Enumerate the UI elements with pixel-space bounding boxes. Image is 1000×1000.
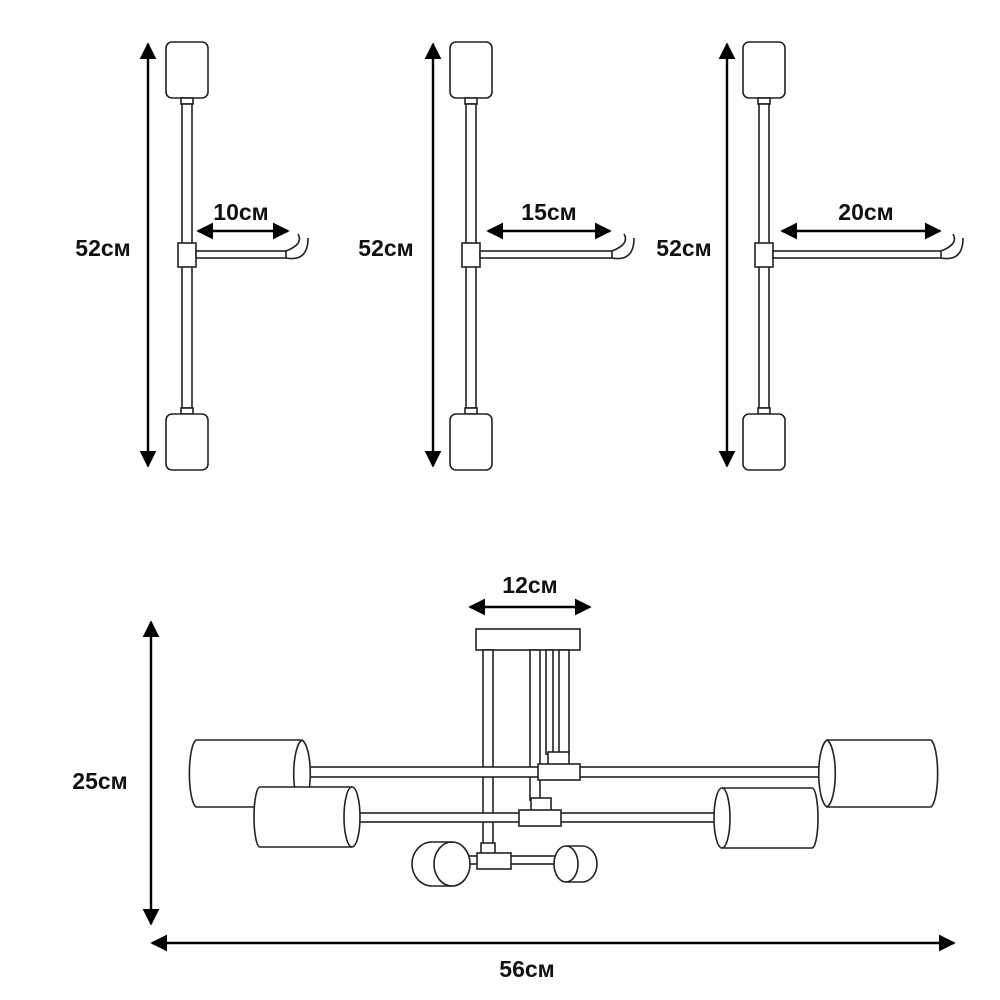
rod-collar bbox=[180, 97, 194, 105]
shade-rim bbox=[433, 841, 453, 887]
arm-rod bbox=[479, 250, 613, 259]
ceiling-canopy bbox=[475, 628, 581, 651]
bottom-shade bbox=[165, 413, 209, 471]
rod-collar bbox=[464, 97, 478, 105]
bottom-collar bbox=[180, 407, 194, 415]
bottom-collar bbox=[757, 407, 771, 415]
arm-length-label: 10см bbox=[213, 199, 268, 225]
lower-right-shade bbox=[553, 845, 598, 883]
height-label: 52см bbox=[656, 235, 711, 261]
arm-view-2: 52см 15см bbox=[358, 41, 635, 471]
top-shade bbox=[742, 41, 786, 99]
top-shade bbox=[165, 41, 209, 99]
arm-connector bbox=[754, 242, 774, 268]
arm-length-label: 20см bbox=[838, 199, 893, 225]
fixture-width-label: 56см bbox=[499, 956, 554, 982]
suspension-rod bbox=[558, 649, 570, 755]
arm-length-label: 15см bbox=[521, 199, 576, 225]
upper-arm-hub bbox=[537, 763, 581, 781]
lower-arm-hub bbox=[476, 852, 512, 870]
arm-rod bbox=[772, 250, 942, 259]
arm-connector bbox=[461, 242, 481, 268]
shade-rim bbox=[721, 787, 731, 849]
arm-rod bbox=[195, 250, 287, 259]
middle-right-shade bbox=[713, 787, 819, 849]
fixture-view: 12см 25см 56см bbox=[72, 572, 956, 982]
shade-rim bbox=[565, 845, 579, 883]
rod-collar bbox=[757, 97, 771, 105]
height-label: 52см bbox=[358, 235, 413, 261]
height-label: 52см bbox=[75, 235, 130, 261]
arm-view-3: 52см 20см bbox=[656, 41, 964, 471]
upper-right-shade bbox=[817, 739, 939, 808]
bottom-collar bbox=[464, 407, 478, 415]
lower-left-shade bbox=[411, 841, 471, 887]
wire-end bbox=[285, 233, 309, 260]
bottom-shade bbox=[742, 413, 786, 471]
canopy-width-label: 12см bbox=[502, 572, 557, 598]
middle-arm-hub bbox=[518, 809, 562, 827]
shade-rim bbox=[343, 786, 353, 848]
arm-connector bbox=[177, 242, 197, 268]
suspension-rod bbox=[545, 649, 554, 755]
wire-end bbox=[940, 233, 964, 260]
arm-view-1: 52см 10см bbox=[75, 41, 309, 471]
top-shade bbox=[449, 41, 493, 99]
shade-rim bbox=[826, 739, 837, 808]
bottom-shade bbox=[449, 413, 493, 471]
wire-end bbox=[611, 233, 635, 260]
fixture-height-label: 25см bbox=[72, 768, 127, 794]
